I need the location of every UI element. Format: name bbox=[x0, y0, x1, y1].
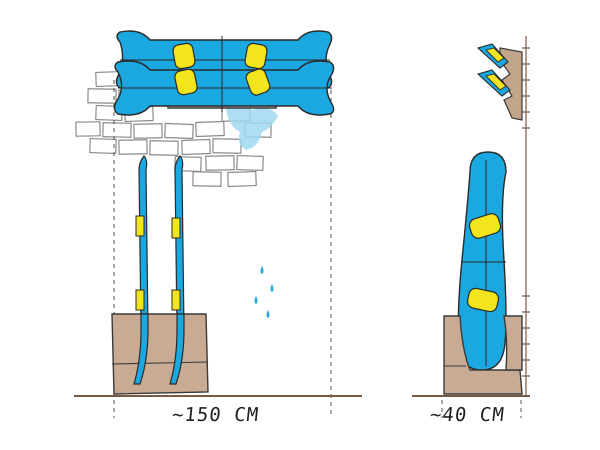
water-splash bbox=[226, 106, 278, 150]
storage-box-right bbox=[443, 315, 523, 395]
width-label-40cm: ~40 CM bbox=[428, 404, 506, 426]
water-droplets bbox=[254, 266, 274, 318]
ski-left-lower bbox=[133, 313, 149, 385]
ski-wall-rack bbox=[476, 43, 523, 121]
narrow-dimension-lines bbox=[441, 400, 522, 418]
snowboard-front bbox=[113, 60, 335, 116]
snowboard-vertical bbox=[457, 151, 507, 371]
wall-ruler bbox=[522, 36, 530, 396]
ski-right-lower bbox=[169, 313, 185, 385]
storage-box-left bbox=[111, 313, 209, 395]
width-label-150cm: ~150 CM bbox=[170, 404, 261, 426]
